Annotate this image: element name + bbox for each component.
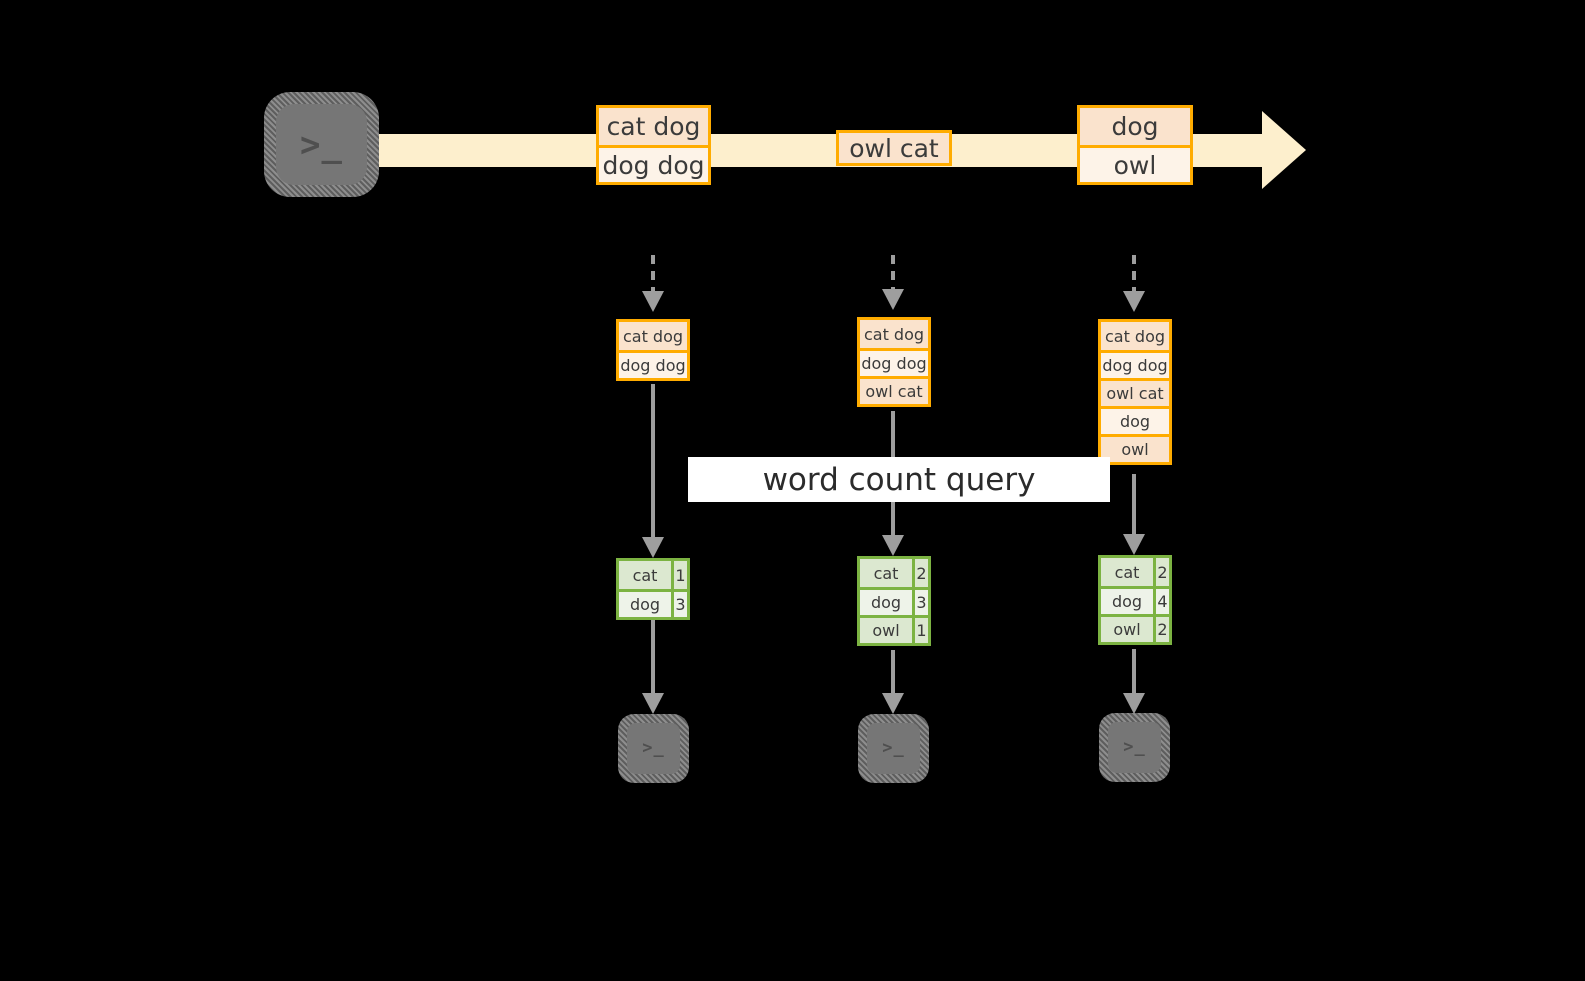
terminal-prompt-glyph: >_	[300, 124, 343, 165]
result-count: 1	[912, 618, 928, 643]
result-row: cat 2	[860, 559, 928, 587]
result-count: 2	[912, 559, 928, 587]
result-word: dog	[619, 592, 671, 617]
stage-3-sink-terminal-icon[interactable]: >_	[1099, 713, 1170, 782]
stage-input-line: owl cat	[1101, 378, 1169, 406]
stage-input-line: cat dog	[860, 320, 928, 348]
stage-input-line: dog dog	[1101, 350, 1169, 378]
stream-record-batch-1[interactable]: cat dog dog dog	[596, 105, 711, 185]
result-word: owl	[860, 618, 912, 643]
stage-3-query-connector	[1132, 474, 1136, 545]
source-terminal-screen	[276, 104, 367, 185]
stream-to-stage-connector	[651, 255, 655, 293]
result-count: 2	[1153, 617, 1169, 642]
stream-record-line: owl cat	[839, 133, 949, 163]
stream-record-line: cat dog	[599, 108, 708, 145]
stream-record-line: owl	[1080, 145, 1190, 182]
stage-input-line: dog dog	[860, 348, 928, 376]
stage-input-line: owl cat	[860, 376, 928, 404]
terminal-prompt-glyph: >_	[882, 738, 905, 758]
stream-record-batch-2[interactable]: owl cat	[836, 130, 952, 166]
result-word: cat	[860, 559, 912, 587]
result-count: 3	[671, 592, 687, 617]
result-count: 1	[671, 561, 687, 589]
result-count: 4	[1153, 589, 1169, 614]
stream-to-stage-arrowhead	[1123, 291, 1145, 312]
stage-3-input-box[interactable]: cat dog dog dog owl cat dog owl	[1098, 319, 1172, 465]
sink-terminal-screen	[867, 723, 920, 774]
stream-to-stage-connector	[1132, 255, 1136, 293]
stage-2-input-box[interactable]: cat dog dog dog owl cat	[857, 317, 931, 407]
stage-1-sink-connector	[651, 620, 655, 695]
stream-arrowhead	[1262, 111, 1306, 189]
stage-input-line: owl	[1101, 434, 1169, 462]
result-word: cat	[619, 561, 671, 589]
stream-record-line: dog	[1080, 108, 1190, 145]
result-row: cat 2	[1101, 558, 1169, 586]
stream-record-batch-3[interactable]: dog owl	[1077, 105, 1193, 185]
stage-1-query-arrowhead	[642, 537, 664, 558]
result-row: cat 1	[619, 561, 687, 589]
stage-2-sink-arrowhead	[882, 693, 904, 714]
result-row: dog 4	[1101, 586, 1169, 614]
terminal-prompt-glyph: >_	[1123, 737, 1146, 757]
stage-2-sink-terminal-icon[interactable]: >_	[858, 714, 929, 783]
stage-3-query-arrowhead	[1123, 534, 1145, 555]
stage-input-line: dog	[1101, 406, 1169, 434]
stage-2-result-table[interactable]: cat 2 dog 3 owl 1	[857, 556, 931, 646]
result-row: dog 3	[619, 589, 687, 617]
sink-terminal-screen	[627, 723, 680, 774]
stage-1-sink-terminal-icon[interactable]: >_	[618, 714, 689, 783]
result-row: owl 2	[1101, 614, 1169, 642]
stream-to-stage-arrowhead	[882, 289, 904, 310]
stage-3-sink-arrowhead	[1123, 693, 1145, 714]
result-word: cat	[1101, 558, 1153, 586]
stage-input-line: cat dog	[1101, 322, 1169, 350]
result-word: dog	[1101, 589, 1153, 614]
query-label: word count query	[688, 457, 1110, 502]
result-row: dog 3	[860, 587, 928, 615]
result-row: owl 1	[860, 615, 928, 643]
result-count: 3	[912, 590, 928, 615]
stage-1-sink-arrowhead	[642, 693, 664, 714]
stage-3-sink-connector	[1132, 649, 1136, 695]
stage-1-result-table[interactable]: cat 1 dog 3	[616, 558, 690, 620]
stream-record-line: dog dog	[599, 145, 708, 182]
stream-to-stage-arrowhead	[642, 291, 664, 312]
result-count: 2	[1153, 558, 1169, 586]
terminal-prompt-glyph: >_	[642, 738, 665, 758]
stage-1-input-box[interactable]: cat dog dog dog	[616, 319, 690, 381]
sink-terminal-screen	[1108, 722, 1161, 773]
stage-input-line: cat dog	[619, 322, 687, 350]
result-word: owl	[1101, 617, 1153, 642]
stream-to-stage-connector	[891, 255, 895, 293]
source-terminal-icon[interactable]: >_	[264, 92, 379, 197]
stage-1-query-connector	[651, 384, 655, 547]
stage-3-result-table[interactable]: cat 2 dog 4 owl 2	[1098, 555, 1172, 645]
stage-2-query-arrowhead	[882, 535, 904, 556]
stage-input-line: dog dog	[619, 350, 687, 378]
stage-2-sink-connector	[891, 650, 895, 695]
result-word: dog	[860, 590, 912, 615]
